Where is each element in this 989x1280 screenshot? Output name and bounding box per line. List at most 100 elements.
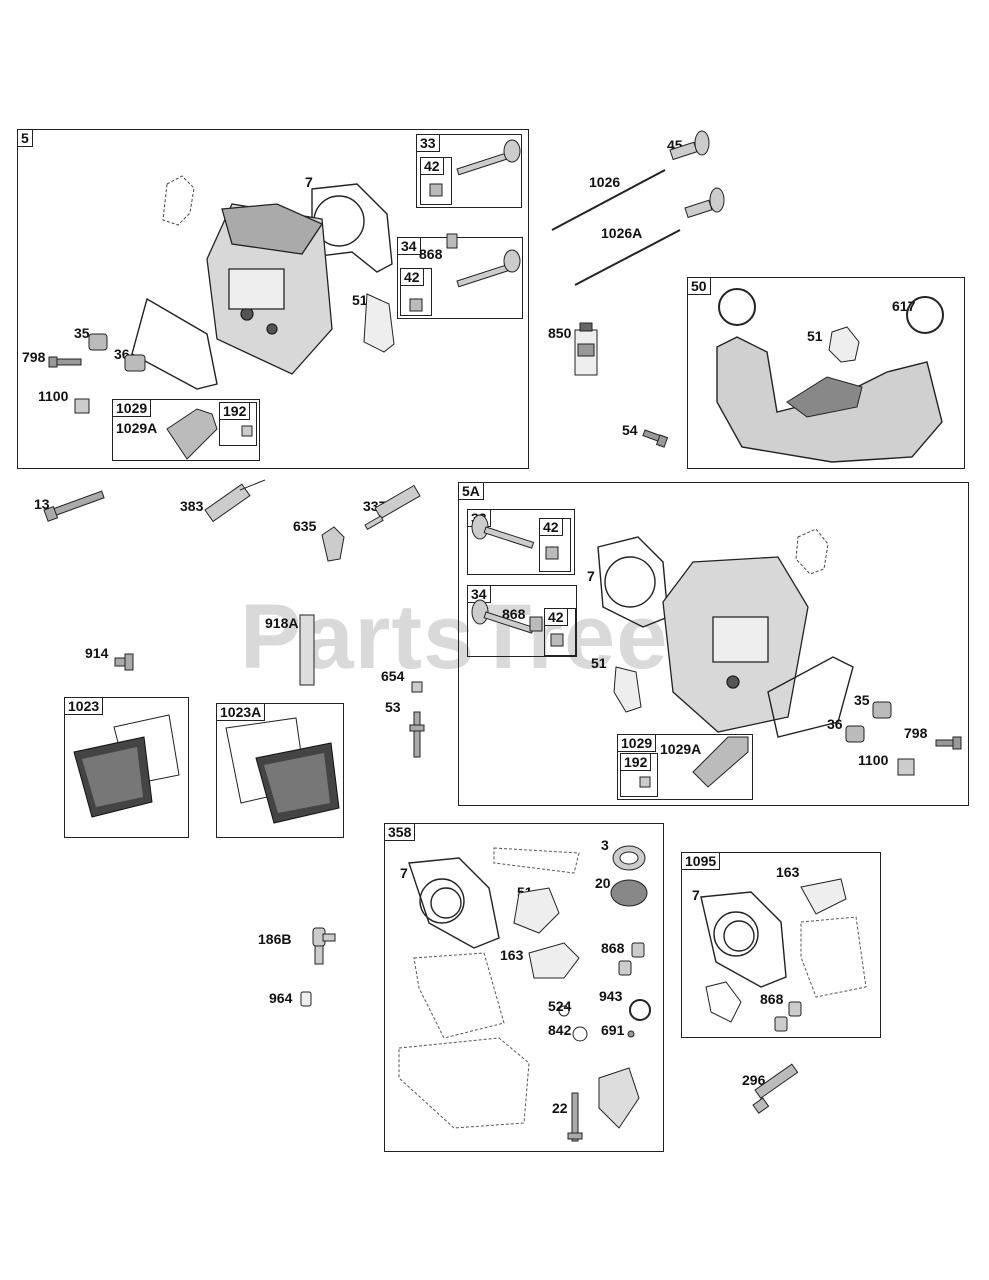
- gasket-icon: [399, 1038, 529, 1128]
- loose-part-654[interactable]: 654: [381, 668, 405, 684]
- gasket-icon: [801, 879, 846, 914]
- loose-part-296[interactable]: 296: [742, 1072, 766, 1088]
- group-50-tag[interactable]: 50: [687, 277, 711, 295]
- nut-icon: [75, 399, 89, 413]
- group-5-sub34-tag[interactable]: 34: [397, 237, 421, 255]
- group-50-frame: [687, 277, 965, 469]
- group-50-drawing: [687, 277, 965, 469]
- group-358-frame: [384, 823, 664, 1152]
- group-50-part-617[interactable]: 617: [892, 298, 916, 314]
- group-1095-part-163[interactable]: 163: [776, 864, 800, 880]
- group-5a-sub1029-tag[interactable]: 1029: [617, 734, 657, 752]
- loose-part-1026a[interactable]: 1026A: [601, 225, 643, 241]
- group-50-part-51[interactable]: 51: [807, 328, 823, 344]
- group-1023-frame: [64, 697, 189, 838]
- pushrod-icon: [552, 170, 665, 230]
- group-5a-sub33-42-tag[interactable]: 42: [539, 518, 563, 536]
- group-1095-part-868[interactable]: 868: [760, 991, 784, 1007]
- bolt-icon: [936, 737, 961, 749]
- group-358-part-22[interactable]: 22: [552, 1100, 568, 1116]
- group-5-part-7[interactable]: 7: [305, 174, 313, 190]
- bolt-icon: [49, 357, 81, 367]
- o-ring-icon: [559, 1006, 569, 1016]
- group-358-part-3[interactable]: 3: [601, 837, 609, 853]
- valve-icon: [472, 600, 534, 633]
- rocker-arm-icon: [693, 737, 748, 787]
- fitting-icon: [313, 928, 335, 964]
- gasket-icon: [132, 299, 217, 389]
- group-5a-part-868[interactable]: 868: [502, 606, 526, 622]
- loose-part-186b[interactable]: 186B: [258, 931, 292, 947]
- loose-part-53[interactable]: 53: [385, 699, 401, 715]
- group-5-sub34-frame: [397, 237, 523, 319]
- group-358-part-163[interactable]: 163: [500, 947, 524, 963]
- bolt-icon: [643, 430, 668, 447]
- group-1023a-tag[interactable]: 1023A: [216, 703, 266, 721]
- group-5a-part-35[interactable]: 35: [854, 692, 870, 708]
- group-5a-part-798[interactable]: 798: [904, 725, 928, 741]
- group-5a-tag[interactable]: 5A: [458, 482, 484, 500]
- group-5-sub1029-tag[interactable]: 1029: [112, 399, 152, 417]
- group-5a-frame: [458, 482, 969, 806]
- seal-icon: [530, 617, 542, 631]
- group-5a-sub34-42-tag[interactable]: 42: [544, 608, 568, 626]
- group-5-sub34-42-tag[interactable]: 42: [400, 268, 424, 286]
- group-5-part-868[interactable]: 868: [419, 246, 443, 262]
- group-1023-tag[interactable]: 1023: [64, 697, 104, 715]
- loose-part-635[interactable]: 635: [293, 518, 317, 534]
- group-5a-sub34-tag[interactable]: 34: [467, 585, 491, 603]
- group-5-part-51[interactable]: 51: [352, 292, 368, 308]
- group-358-part-943[interactable]: 943: [599, 988, 623, 1004]
- group-5a-part-51[interactable]: 51: [591, 655, 607, 671]
- cylinder-head-icon: [207, 204, 332, 374]
- group-358-tag[interactable]: 358: [384, 823, 416, 841]
- group-5-sub1029-192-tag[interactable]: 192: [219, 402, 251, 420]
- group-5-tag[interactable]: 5: [17, 129, 33, 147]
- group-358-part-524[interactable]: 524: [548, 998, 572, 1014]
- group-5-sub33-42-tag[interactable]: 42: [420, 157, 444, 175]
- group-5-sub33-tag[interactable]: 33: [416, 134, 440, 152]
- gasket-icon: [701, 892, 786, 987]
- group-5-part-1029a[interactable]: 1029A: [116, 420, 158, 436]
- loose-part-54[interactable]: 54: [622, 422, 638, 438]
- loose-part-13[interactable]: 13: [34, 496, 50, 512]
- group-1095-part-7[interactable]: 7: [692, 887, 700, 903]
- gasket-icon: [163, 176, 194, 225]
- loose-part-383[interactable]: 383: [180, 498, 204, 514]
- group-358-part-7[interactable]: 7: [400, 865, 408, 881]
- group-1023a-frame: [216, 703, 344, 838]
- group-358-part-691[interactable]: 691: [601, 1022, 625, 1038]
- breather-tube-icon: [300, 615, 314, 685]
- group-1023-drawing: [64, 697, 189, 838]
- seal-icon: [546, 547, 563, 646]
- group-358-part-868[interactable]: 868: [601, 940, 625, 956]
- group-5a-sub33-frame: [467, 509, 575, 575]
- group-5a-part-1100[interactable]: 1100: [858, 752, 889, 768]
- group-5-sub33-frame: [416, 134, 522, 208]
- group-5a-part-1029a[interactable]: 1029A: [660, 741, 702, 757]
- valve-icon: [457, 250, 520, 287]
- group-1095-tag[interactable]: 1095: [681, 852, 721, 870]
- group-5-part-35[interactable]: 35: [74, 325, 90, 341]
- loose-part-914[interactable]: 914: [85, 645, 109, 661]
- group-5-part-798[interactable]: 798: [22, 349, 46, 365]
- seal-icon: [611, 846, 647, 906]
- loose-part-850[interactable]: 850: [548, 325, 572, 341]
- bolt-icon: [115, 654, 133, 670]
- bolt-icon: [44, 491, 104, 521]
- gasket-icon: [409, 858, 499, 948]
- nut-icon: [242, 426, 252, 436]
- group-1095-frame: [681, 852, 881, 1038]
- bolt-icon: [568, 1093, 582, 1141]
- spring-icon: [89, 334, 145, 371]
- nut-icon: [640, 777, 650, 787]
- group-5-part-1100[interactable]: 1100: [38, 388, 69, 404]
- group-358-part-842[interactable]: 842: [548, 1022, 572, 1038]
- group-5a-part-7[interactable]: 7: [587, 568, 595, 584]
- loose-part-964[interactable]: 964: [269, 990, 293, 1006]
- loose-part-918a[interactable]: 918A: [265, 615, 299, 631]
- group-358-part-20[interactable]: 20: [595, 875, 611, 891]
- loose-part-1026[interactable]: 1026: [589, 174, 621, 190]
- group-5a-sub1029-192-tag[interactable]: 192: [620, 753, 652, 771]
- seal-icon: [410, 184, 457, 311]
